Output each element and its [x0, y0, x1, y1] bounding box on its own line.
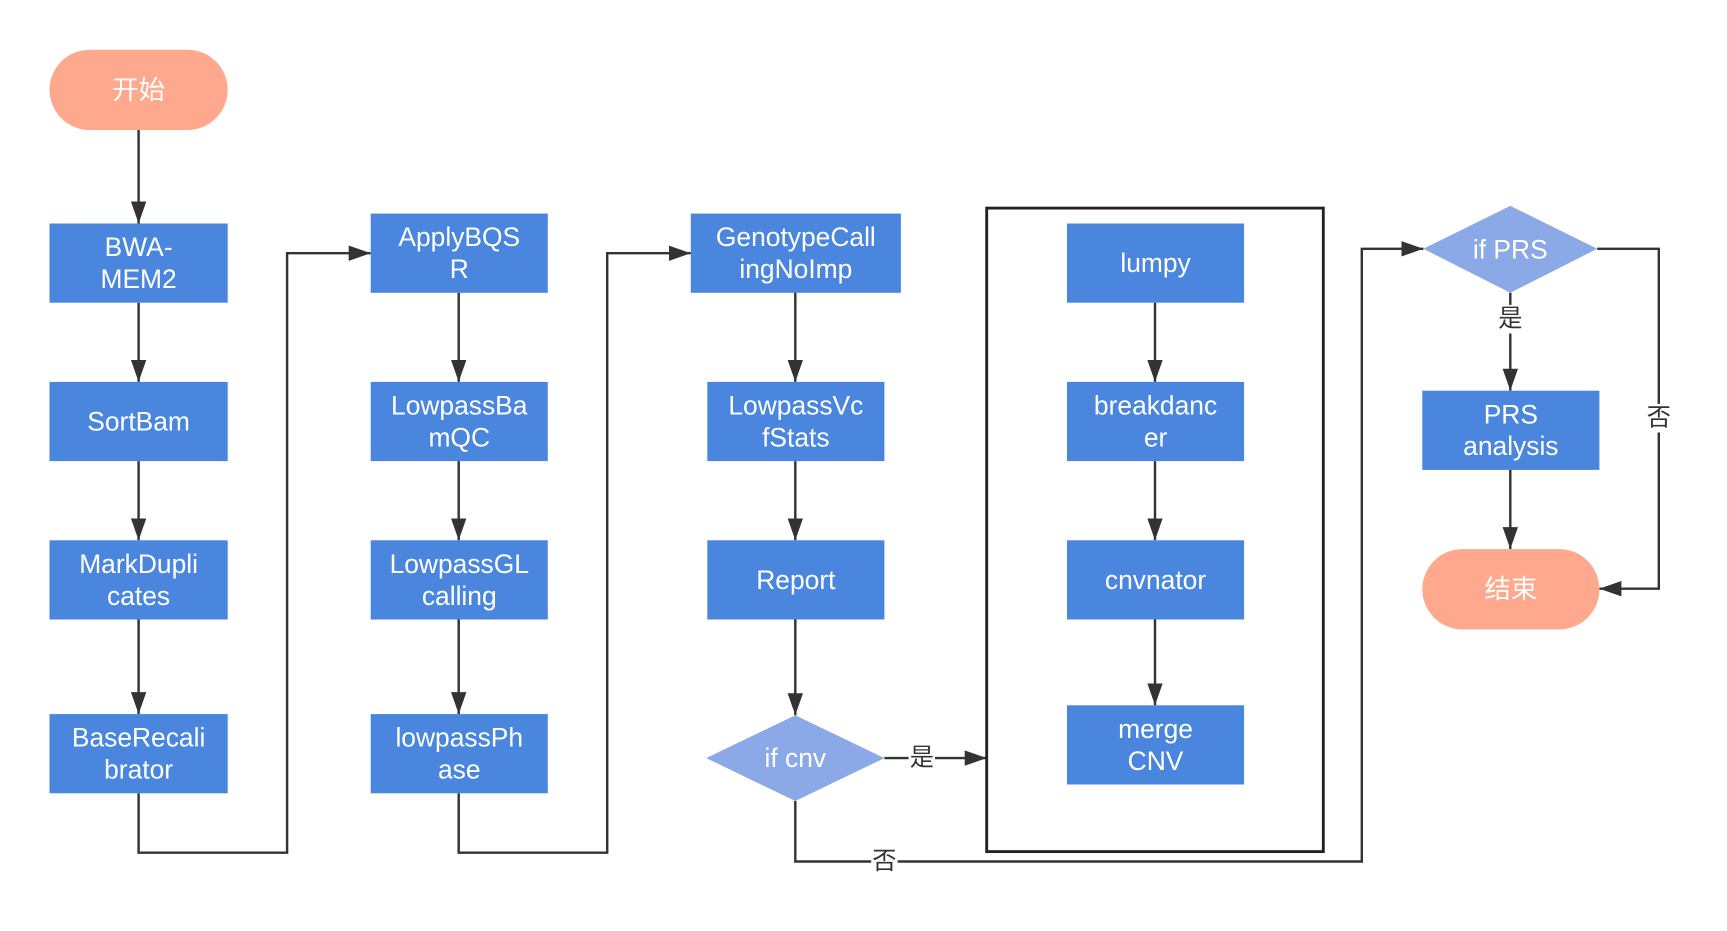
node-cnvnator: cnvnator [1067, 540, 1245, 620]
breakdancer-label-line-2: er [1144, 422, 1168, 452]
lowpassphase-label-line-2: ase [438, 755, 481, 785]
report-label: Report [756, 565, 836, 595]
applybqsr-label-line-1: ApplyBQS [398, 222, 520, 252]
cnv-group-box [985, 206, 1325, 854]
merge-cnv-shape [1067, 705, 1245, 785]
lumpy-label: lumpy [1120, 248, 1191, 278]
lowpassglcalling-label-line-1: LowpassGL [390, 549, 529, 579]
edge-label-prs-yes: 是 [1497, 304, 1524, 334]
markduplicates-shape [49, 540, 228, 620]
node-end: 结束 [1422, 549, 1600, 630]
start-shape [49, 49, 228, 131]
end-label: 结束 [1484, 574, 1537, 604]
if-prs-label: if PRS [1473, 234, 1548, 264]
report-shape [707, 540, 885, 620]
lowpassbamqc-label-line-2: mQC [428, 422, 490, 452]
edge-label-cnv-no-text: 否 [872, 848, 896, 875]
baserecalibrator-label-line-2: brator [104, 755, 173, 785]
edge-label-prs-yes-text: 是 [1498, 306, 1522, 333]
edge-label-cnv-yes-text: 是 [910, 745, 934, 772]
edge-if-cnv-no-to-if-prs [794, 241, 1424, 863]
merge-cnv-label-line-1: merge [1118, 714, 1193, 744]
edge-label-prs-no: 否 [1645, 403, 1672, 433]
sortbam-label: SortBam [87, 407, 190, 437]
edges [130, 130, 1661, 863]
prs-analysis-label-line-1: PRS [1484, 399, 1538, 429]
end-shape [1422, 549, 1600, 630]
edge-label-prs-no-text: 否 [1647, 405, 1671, 432]
baserecalibrator-label-line-1: BaseRecali [72, 723, 206, 753]
node-if-cnv: if cnv [706, 715, 885, 801]
genotypecallingnoimp-label-line-2: ingNoImp [739, 254, 852, 284]
lowpassglcalling-label-line-2: calling [422, 581, 497, 611]
bwa-mem2-shape [49, 223, 228, 303]
markduplicates-label-line-1: MarkDupli [79, 549, 198, 579]
applybqsr-label-line-2: R [450, 254, 469, 284]
node-baserecalibrator: BaseRecali brator [49, 714, 228, 794]
start-label: 开始 [112, 75, 165, 105]
merge-cnv-label-line-2: CNV [1128, 746, 1184, 776]
node-lowpassvcfstats: LowpassVc fStats [707, 381, 885, 462]
bwa-mem2-label-line-2: MEM2 [100, 264, 176, 294]
edge-lowpassphase-to-genotypecallingnoimp [457, 245, 691, 854]
node-applybqsr: ApplyBQS R [370, 213, 548, 293]
applybqsr-shape [370, 213, 548, 293]
node-lowpassbamqc: LowpassBa mQC [370, 381, 548, 462]
node-genotypecallingnoimp: GenotypeCall ingNoImp [690, 213, 901, 293]
breakdancer-label-line-1: breakdanc [1094, 391, 1217, 421]
baserecalibrator-shape [49, 714, 228, 794]
prs-analysis-label-line-2: analysis [1463, 431, 1558, 461]
node-sortbam: SortBam [49, 381, 228, 462]
node-lowpassglcalling: LowpassGL calling [370, 540, 548, 620]
node-markduplicates: MarkDupli cates [49, 540, 228, 620]
node-merge-cnv: merge CNV [1067, 705, 1245, 785]
bwa-mem2-label-line-1: BWA- [105, 232, 173, 262]
lowpassvcfstats-label-line-2: fStats [762, 422, 829, 452]
if-cnv-label: if cnv [764, 743, 826, 773]
lowpassbamqc-shape [370, 381, 548, 462]
breakdancer-shape [1067, 381, 1245, 462]
node-prs-analysis: PRS analysis [1422, 390, 1600, 470]
lowpassglcalling-shape [370, 540, 548, 620]
cnvnator-shape [1067, 540, 1245, 620]
node-if-prs: if PRS [1423, 205, 1598, 293]
edge-baserecalibrator-to-applybqsr [137, 245, 371, 854]
node-lumpy: lumpy [1067, 223, 1245, 303]
lowpassvcfstats-shape [707, 381, 885, 462]
edge-label-cnv-yes: 是 [908, 743, 935, 773]
node-breakdancer: breakdanc er [1067, 381, 1245, 462]
edge-label-cnv-no: 否 [871, 847, 898, 876]
lowpassphase-label-line-1: lowpassPh [395, 723, 523, 753]
prs-analysis-shape [1422, 390, 1600, 470]
lowpassbamqc-label-line-1: LowpassBa [391, 391, 528, 421]
node-start: 开始 [49, 49, 228, 131]
if-prs-diamond [1423, 205, 1598, 293]
node-report: Report [707, 540, 885, 620]
sortbam-shape [49, 381, 228, 462]
lumpy-shape [1067, 223, 1245, 303]
genotypecallingnoimp-shape [690, 213, 901, 293]
genotypecallingnoimp-label-line-1: GenotypeCall [716, 222, 876, 252]
node-bwa-mem2: BWA- MEM2 [49, 223, 228, 303]
lowpassvcfstats-label-line-1: LowpassVc [728, 391, 863, 421]
markduplicates-label-line-2: cates [107, 581, 170, 611]
cnvnator-label: cnvnator [1105, 565, 1206, 595]
node-lowpassphase: lowpassPh ase [370, 714, 548, 794]
lowpassphase-shape [370, 714, 548, 794]
